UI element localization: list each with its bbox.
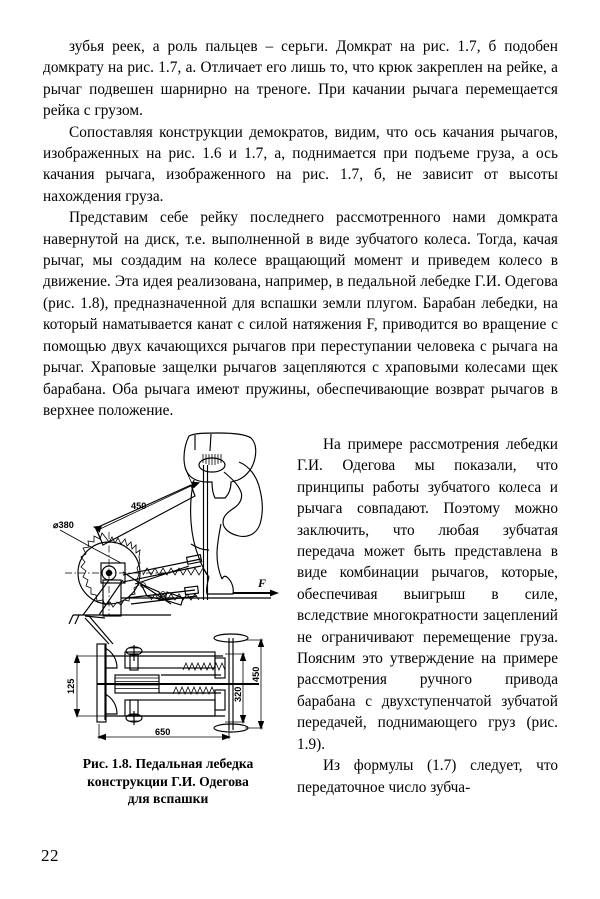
figure-caption: Рис. 1.8. Педальная лебедка конструкции … xyxy=(43,755,293,808)
paragraph-1: зубья реек, а роль пальцев – серьги. Дом… xyxy=(43,38,558,120)
dimension-label-650: 650 xyxy=(155,727,170,737)
right-column-text: На примере рассмотрения лебедки Г.И. Оде… xyxy=(297,434,558,798)
right-paragraph-2: Из формулы (1.7) следует, что передаточн… xyxy=(297,757,558,796)
force-label-F: F xyxy=(257,576,266,590)
drawing-upper-side-view: F 450 xyxy=(53,432,279,625)
plan-lower-lever xyxy=(106,685,226,717)
lower-two-column-region: F 450 xyxy=(0,432,600,852)
pedal-winch-technical-drawing: F 450 xyxy=(53,432,279,741)
ratchet-wheel xyxy=(65,532,171,616)
dimension-label-320: 320 xyxy=(233,687,243,702)
figure-block: F 450 xyxy=(43,432,293,852)
figure-caption-line-2: конструкции Г.И. Одегова xyxy=(87,773,249,789)
figure-caption-line-3: для вспашки xyxy=(127,791,209,807)
paragraph-3: Представим себе рейку последнего рассмот… xyxy=(43,209,558,419)
drawing-lower-plan-view: 125 320 xyxy=(66,615,265,741)
dimension-label-450-plan: 450 xyxy=(251,667,261,682)
lower-pedal-lever-spring xyxy=(126,585,200,605)
dimension-320: 320 xyxy=(225,652,247,724)
plan-upper-lever xyxy=(106,651,226,679)
ratchet-pawls xyxy=(139,582,184,606)
view-connection-lines xyxy=(84,615,114,645)
dimension-650: 650 xyxy=(97,724,231,741)
plan-ratchet-latches xyxy=(125,645,143,725)
dimension-125: 125 xyxy=(66,654,125,718)
dimension-450-plan: 450 xyxy=(245,638,265,730)
dimension-wheel-diameter: ⌀380 xyxy=(53,520,122,564)
body-text-block: зубья реек, а роль пальцев – серьги. Дом… xyxy=(43,36,558,421)
upper-lever-plate xyxy=(95,484,196,546)
dimension-label-450-lever: 450 xyxy=(131,501,146,511)
upper-pedal-lever-spring xyxy=(122,554,208,585)
vertical-handle-post xyxy=(202,465,209,600)
right-paragraph-1: На примере рассмотрения лебедки Г.И. Оде… xyxy=(297,436,558,753)
dimension-label-wheel-diameter: ⌀380 xyxy=(53,520,74,530)
figure-caption-line-1: Рис. 1.8. Педальная лебедка xyxy=(82,756,254,771)
page-number: 22 xyxy=(41,846,59,865)
rope-force-indicator: F xyxy=(121,576,279,599)
paragraph-2: Сопоставляя конструкции демократов, види… xyxy=(43,123,558,205)
dimension-label-125: 125 xyxy=(66,679,76,694)
frame-struts xyxy=(68,571,172,625)
